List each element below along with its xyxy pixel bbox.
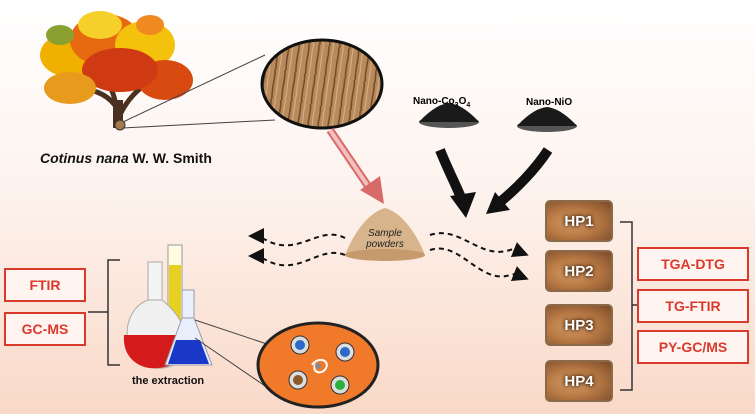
dashed-arrow-right-2 (429, 247, 529, 281)
tg-ftir-box: TG-FTIR (637, 289, 749, 323)
right-bracket (620, 221, 633, 391)
nano-co3o4-powder (419, 103, 479, 128)
dashed-arrow-left-2 (248, 248, 346, 267)
bark-closeup (260, 38, 384, 130)
extraction-label: the extraction (132, 375, 205, 387)
black-arrow-co3o4 (435, 148, 476, 218)
nano-co3o4-label: Nano-Co3O4 (413, 96, 471, 109)
nano-nio-powder (517, 107, 577, 132)
left-bracket (107, 259, 120, 366)
sample-powders-label: Sample powders (366, 228, 404, 250)
tree-illustration (40, 11, 193, 131)
black-arrow-nio (486, 147, 553, 214)
dashed-arrow-left-1 (248, 228, 346, 247)
flask-glassware (123, 244, 213, 369)
species-label: Cotinus nana W. W. Smith (40, 150, 212, 166)
hp3-sample: HP3 (545, 304, 613, 346)
species-name: Cotinus nana (40, 150, 129, 166)
py-gc-ms-box: PY-GC/MS (637, 330, 749, 364)
zoom-line-bottom (122, 119, 276, 129)
hp4-sample: HP4 (545, 360, 613, 402)
nano-nio-label: Nano-NiO (526, 97, 573, 108)
sample-powders-pile (345, 208, 425, 261)
hp1-sample: HP1 (545, 200, 613, 242)
ftir-box: FTIR (4, 268, 86, 302)
disc-connector-top (194, 319, 271, 346)
disc-connector-bottom (194, 337, 269, 389)
dashed-arrow-right-1 (429, 232, 529, 257)
red-arrow (326, 127, 384, 204)
gc-ms-box: GC-MS (4, 312, 86, 346)
tga-dtg-box: TGA-DTG (637, 247, 749, 281)
hp2-sample: HP2 (545, 250, 613, 292)
molecule-disc (256, 321, 380, 409)
zoom-line-top (122, 54, 266, 123)
species-authority: W. W. Smith (128, 150, 212, 166)
